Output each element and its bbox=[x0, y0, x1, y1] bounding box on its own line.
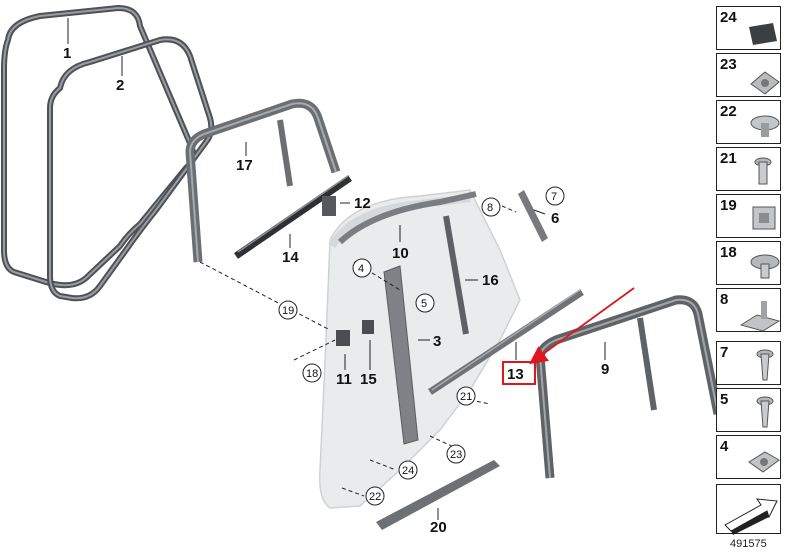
sidebar-num: 22 bbox=[720, 103, 737, 120]
label-6: 6 bbox=[551, 210, 559, 227]
label-22: 22 bbox=[369, 491, 381, 503]
rocker-trim-20 bbox=[376, 460, 500, 530]
expanding-rivet-icon bbox=[750, 115, 780, 137]
screw-icon bbox=[754, 157, 772, 185]
label-20: 20 bbox=[430, 519, 447, 536]
label-15: 15 bbox=[360, 371, 377, 388]
door-frame-seal-9 bbox=[535, 295, 723, 479]
outer-belt-molding-13 bbox=[428, 289, 584, 395]
sidebar-item-7: 7 bbox=[716, 341, 781, 385]
label-12: 12 bbox=[354, 195, 371, 212]
label-19: 19 bbox=[282, 305, 294, 317]
sidebar-item-21: 21 bbox=[716, 147, 781, 191]
door-seal-1 bbox=[0, 4, 197, 289]
clip-12 bbox=[322, 196, 336, 216]
tapping-screw-icon bbox=[756, 396, 774, 428]
label-11: 11 bbox=[336, 371, 352, 388]
label-1: 1 bbox=[63, 45, 71, 62]
arrow-icon bbox=[724, 498, 778, 535]
clip-15 bbox=[362, 320, 374, 334]
sidebar-num: 21 bbox=[720, 150, 737, 167]
label-10: 10 bbox=[392, 245, 409, 262]
sidebar-item-24: 24 bbox=[716, 6, 781, 50]
label-9: 9 bbox=[601, 361, 609, 378]
sidebar-item-18: 18 bbox=[716, 241, 781, 285]
label-14: 14 bbox=[282, 249, 299, 266]
square-clip-icon bbox=[752, 206, 776, 230]
view-direction-box bbox=[716, 484, 781, 535]
clip-11 bbox=[336, 330, 350, 346]
label-13: 13 bbox=[507, 366, 524, 383]
sidebar-item-4: 4 bbox=[716, 435, 781, 479]
sidebar-item-23: 23 bbox=[716, 53, 781, 97]
label-21: 21 bbox=[460, 391, 472, 403]
guide-rail-16 bbox=[443, 215, 469, 335]
sidebar-item-19: 19 bbox=[716, 194, 781, 238]
label-16: 16 bbox=[482, 272, 499, 289]
sidebar-num: 5 bbox=[720, 391, 729, 408]
sidebar-num: 24 bbox=[720, 9, 737, 26]
label-17: 17 bbox=[236, 157, 253, 174]
label-3: 3 bbox=[433, 333, 441, 350]
sidebar-item-8: 8 bbox=[716, 288, 781, 332]
label-2: 2 bbox=[116, 77, 124, 94]
trim-strip-14 bbox=[234, 175, 352, 259]
trim-piece-6 bbox=[518, 190, 548, 242]
b-pillar-trim-3 bbox=[383, 265, 419, 445]
sidebar-item-22: 22 bbox=[716, 100, 781, 144]
label-23: 23 bbox=[450, 449, 462, 461]
pad-icon bbox=[749, 23, 777, 45]
sidebar-item-5: 5 bbox=[716, 388, 781, 432]
clip-nut-icon bbox=[750, 71, 780, 95]
sidebar-num: 7 bbox=[720, 344, 729, 361]
cage-nut-icon bbox=[748, 451, 780, 473]
window-channel-10 bbox=[337, 191, 477, 245]
washer-screw-icon bbox=[750, 254, 780, 279]
label-18: 18 bbox=[306, 368, 318, 380]
tapping-screw-icon bbox=[756, 349, 774, 381]
sidebar-num: 4 bbox=[720, 438, 729, 455]
label-5: 5 bbox=[421, 298, 427, 310]
diagram-reference-number: 491575 bbox=[730, 538, 767, 550]
highlight-arrow bbox=[529, 287, 635, 365]
bracket-clip-icon bbox=[739, 301, 781, 332]
label-8: 8 bbox=[487, 202, 493, 214]
sidebar-num: 23 bbox=[720, 56, 737, 73]
sidebar-num: 19 bbox=[720, 197, 737, 214]
sidebar-num: 18 bbox=[720, 244, 737, 261]
label-7: 7 bbox=[551, 191, 557, 203]
label-4: 4 bbox=[358, 263, 364, 275]
label-24: 24 bbox=[402, 465, 414, 477]
highlight-box-13 bbox=[502, 361, 536, 385]
sidebar-num: 8 bbox=[720, 291, 729, 308]
